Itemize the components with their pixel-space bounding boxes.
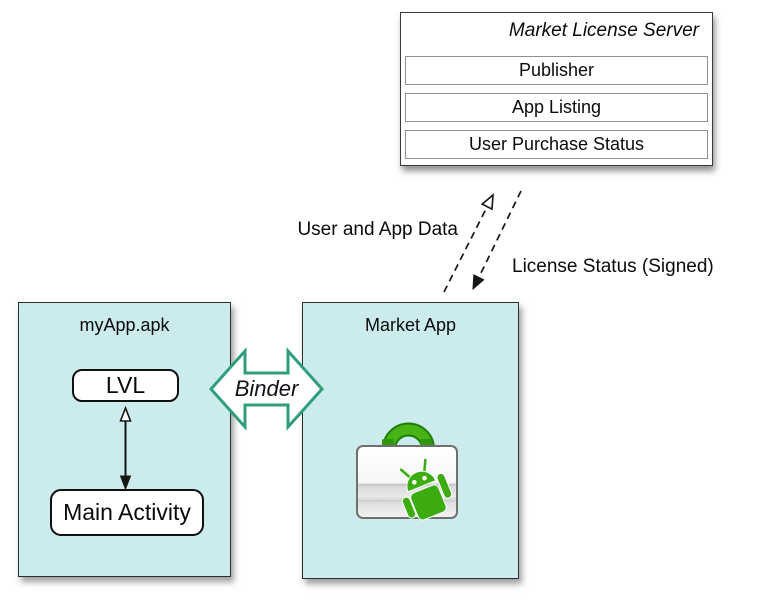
main-activity-box: Main Activity bbox=[50, 489, 204, 536]
user-data-arrow bbox=[443, 193, 494, 293]
user-purchase-status-row: User Purchase Status bbox=[405, 130, 708, 159]
myapp-apk-title: myApp.apk bbox=[79, 315, 170, 335]
publisher-row: Publisher bbox=[405, 56, 708, 85]
market-app-title: Market App bbox=[364, 315, 457, 335]
license-status-signed-label: License Status (Signed) bbox=[512, 256, 714, 277]
app-listing-row: App Listing bbox=[405, 93, 708, 122]
market-license-server-box: Market License Server Publisher App List… bbox=[400, 12, 713, 166]
market-license-server-title: Market License Server bbox=[508, 20, 699, 41]
market-app-box: Market App bbox=[302, 302, 519, 579]
myapp-apk-box: myApp.apk LVL Main Activity bbox=[18, 302, 231, 577]
android-robot-icon bbox=[399, 458, 453, 521]
user-and-app-data-label: User and App Data bbox=[297, 219, 458, 240]
android-market-shopping-bag-icon bbox=[356, 422, 458, 521]
binder-arrow bbox=[208, 347, 325, 431]
lvl-box: LVL bbox=[72, 369, 179, 402]
binder-label: Binder bbox=[234, 376, 299, 401]
